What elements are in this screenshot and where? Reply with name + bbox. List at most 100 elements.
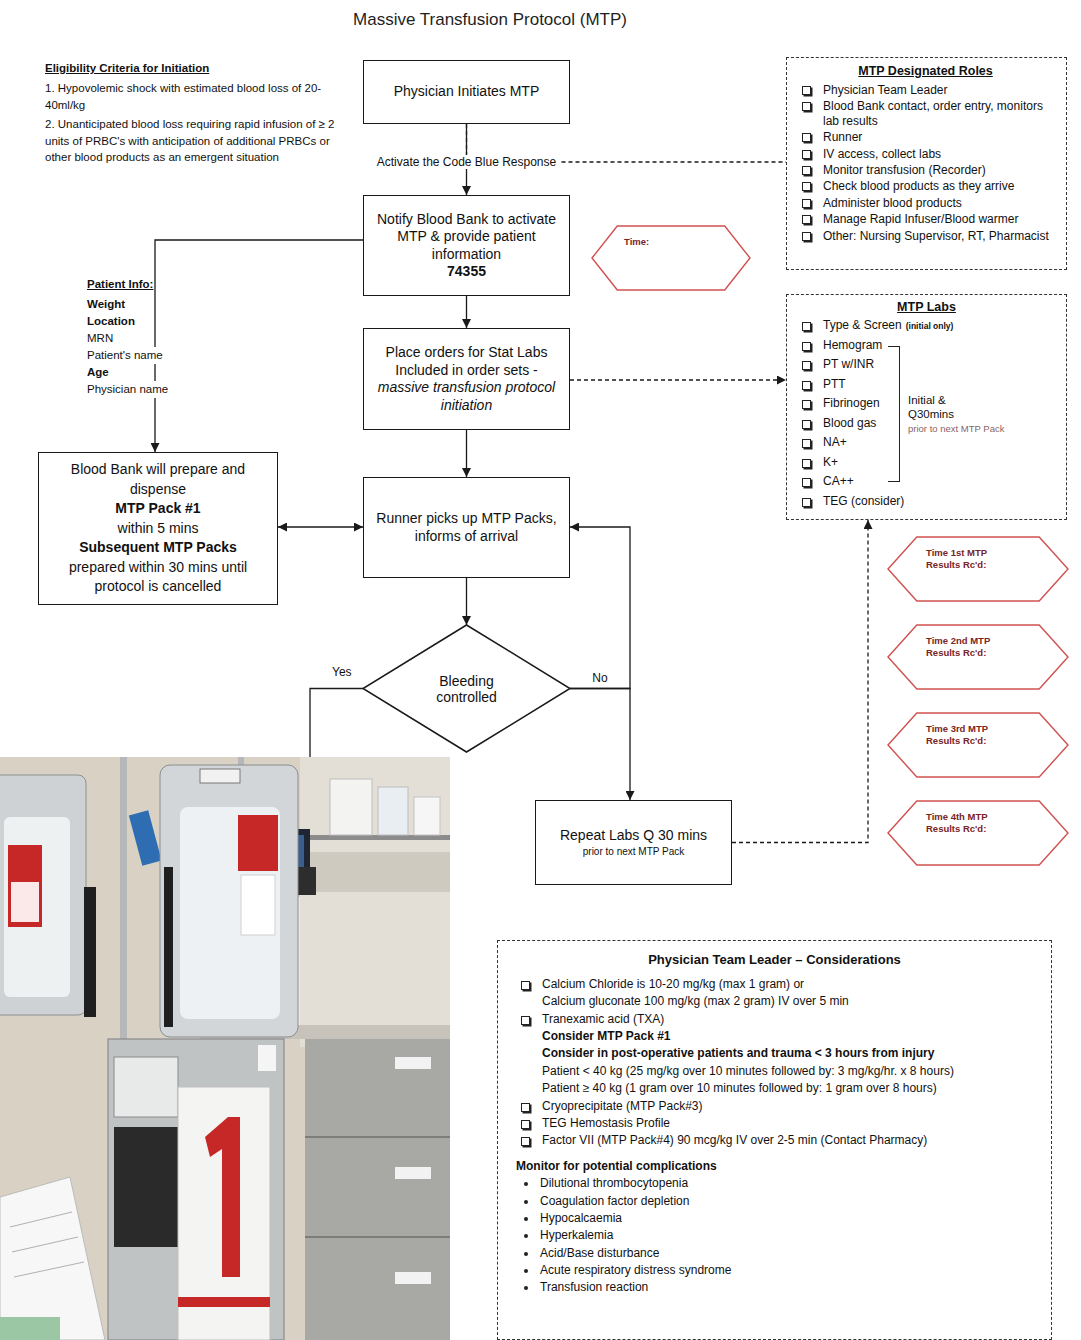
photo-wall xyxy=(0,757,450,1340)
panel-heading: MTP Labs xyxy=(795,300,1058,314)
note-label: MRN xyxy=(87,330,113,347)
time-hexagon: Time: xyxy=(592,226,750,290)
panel-heading: MTP Designated Roles xyxy=(795,64,1056,79)
box-text: within 5 mins xyxy=(118,519,199,539)
box-text: Notify Blood Bank to activate MTP & prov… xyxy=(372,211,561,264)
connector xyxy=(155,240,363,452)
time-text: Time 3rd MTP Results Rc'd: xyxy=(926,723,1010,748)
time-hexagon: Time 2nd MTP Results Rc'd: xyxy=(888,625,1068,689)
photo-drawer-line xyxy=(305,1136,450,1138)
time-text: Time 1st MTP Results Rc'd: xyxy=(926,547,1010,572)
photo-red-stripe xyxy=(178,1297,270,1307)
photo-red-box xyxy=(178,1087,270,1340)
consideration-item: Acid/Base disturbance xyxy=(514,1245,1035,1262)
role-item: Administer blood products xyxy=(795,196,1056,210)
labs-panel: MTP LabsType & Screen(initial only)Hemog… xyxy=(786,294,1067,520)
note-label: Physician name xyxy=(87,381,168,398)
note-label: Patient's name xyxy=(87,347,163,364)
photo-cabinet xyxy=(305,1039,450,1340)
lab-item: PT w/INR xyxy=(795,355,874,375)
lab-item: Type & Screen xyxy=(795,316,902,336)
role-item: Blood Bank contact, order entry, monitor… xyxy=(795,99,1056,128)
time-text: Time 4th MTP Results Rc'd: xyxy=(926,811,1010,836)
note-label: 2. Unanticipated blood loss requiring ra… xyxy=(45,116,335,166)
photo-fluid-bag xyxy=(180,807,280,1019)
note-label: Weight xyxy=(87,296,125,313)
lab-item: PTT xyxy=(795,375,846,395)
process-box: Notify Blood Bank to activate MTP & prov… xyxy=(363,195,570,296)
process-box: Physician Initiates MTP xyxy=(363,60,570,124)
consideration-item: Monitor for potential complications xyxy=(514,1158,1035,1175)
role-item: Monitor transfusion (Recorder) xyxy=(795,163,1056,177)
decision-diamond: Bleeding controlled xyxy=(363,625,570,752)
yes-branch-line xyxy=(310,689,363,758)
lab-frequency-text: Initial & Q30mins xyxy=(908,393,978,422)
role-item: Physician Team Leader xyxy=(795,83,1056,97)
hexagon-outline xyxy=(888,801,1068,865)
box-text: Included in order sets - xyxy=(395,362,537,380)
lab-item: K+ xyxy=(795,453,838,473)
lab-item: TEG (consider) xyxy=(795,492,904,512)
photo-fluid-bag xyxy=(4,817,70,997)
hexagon-outline xyxy=(888,625,1068,689)
hexagon-outline xyxy=(888,713,1068,777)
note-label: Patient Info: xyxy=(87,276,153,293)
photo-drawer-tag xyxy=(395,1167,431,1179)
consideration-item: Hypocalcaemia xyxy=(514,1210,1035,1227)
photo-warning-label xyxy=(238,815,278,871)
process-box: Repeat Labs Q 30 minsprior to next MTP P… xyxy=(535,800,732,885)
photo-infuser-body xyxy=(108,1039,284,1340)
consideration-item: TEG Hemostasis Profile xyxy=(514,1115,1035,1132)
lab-item: Hemogram xyxy=(795,336,882,356)
considerations-panel: Physician Team Leader – ConsiderationsCa… xyxy=(497,940,1052,1340)
hexagon-outline xyxy=(888,537,1068,601)
note-label: Eligibility Criteria for Initiation xyxy=(45,60,209,77)
box-text: prepared within 30 mins until protocol i… xyxy=(47,558,269,597)
connector xyxy=(570,527,630,689)
box-text: prior to next MTP Pack xyxy=(583,846,685,859)
box-text: Place orders for Stat Labs xyxy=(386,344,548,362)
time-hexagon: Time 3rd MTP Results Rc'd: xyxy=(888,713,1068,777)
photo-clamp xyxy=(84,887,96,1017)
role-item: IV access, collect labs xyxy=(795,147,1056,161)
lab-item: Blood gas xyxy=(795,414,876,434)
box-text: MTP Pack #1 xyxy=(115,499,200,519)
process-box: Blood Bank will prepare and dispenseMTP … xyxy=(38,452,278,605)
photo-drawer-line xyxy=(305,1236,450,1238)
lab-item: NA+ xyxy=(795,433,847,453)
consideration-item: Consider in post-operative patients and … xyxy=(514,1045,1035,1062)
photo-infuser-panel xyxy=(114,1127,180,1247)
connector xyxy=(732,520,868,843)
process-box: Runner picks up MTP Packs, informs of ar… xyxy=(363,477,570,578)
edge-label: Activate the Code Blue Response xyxy=(374,155,559,169)
photo-infuser-display xyxy=(114,1057,178,1117)
lab-item: Fibrinogen xyxy=(795,394,880,414)
decision-text: Bleeding controlled xyxy=(413,673,520,705)
consideration-item: Consider MTP Pack #1 xyxy=(514,1028,1035,1045)
box-text: massive transfusion protocol initiation xyxy=(372,379,561,414)
connector xyxy=(570,689,630,801)
consideration-item: Factor VII (MTP Pack#4) 90 mcg/kg IV ove… xyxy=(514,1132,1035,1149)
photo-tag xyxy=(129,810,162,865)
photo-drawer-tag xyxy=(395,1057,431,1069)
hexagon-outline xyxy=(592,226,750,290)
photo-gauge xyxy=(200,769,240,783)
consideration-item: Coagulation factor depletion xyxy=(514,1193,1035,1210)
photo-shelf xyxy=(300,835,450,840)
box-text: Physician Initiates MTP xyxy=(394,83,540,101)
photo-paper xyxy=(0,1177,105,1340)
photo-drawer-tag xyxy=(395,1272,431,1284)
lab-row: Type & Screen(initial only) xyxy=(795,316,1058,336)
photo-paper-line xyxy=(12,1237,78,1252)
consideration-item: Dilutional thrombocytopenia xyxy=(514,1175,1035,1192)
process-box: Place orders for Stat LabsIncluded in or… xyxy=(363,328,570,430)
photo-wall-light xyxy=(300,757,450,1047)
box-text: Runner picks up MTP Packs, informs of ar… xyxy=(372,510,561,545)
role-item: Runner xyxy=(795,130,1056,144)
consideration-item: Calcium Chloride is 10-20 mg/kg (max 1 g… xyxy=(514,976,1035,993)
photo-paper-line xyxy=(10,1212,72,1227)
consideration-item: Patient ≥ 40 kg (1 gram over 10 minutes … xyxy=(514,1080,1035,1097)
photo-clamp xyxy=(164,867,173,1027)
diamond-outline xyxy=(363,625,570,752)
